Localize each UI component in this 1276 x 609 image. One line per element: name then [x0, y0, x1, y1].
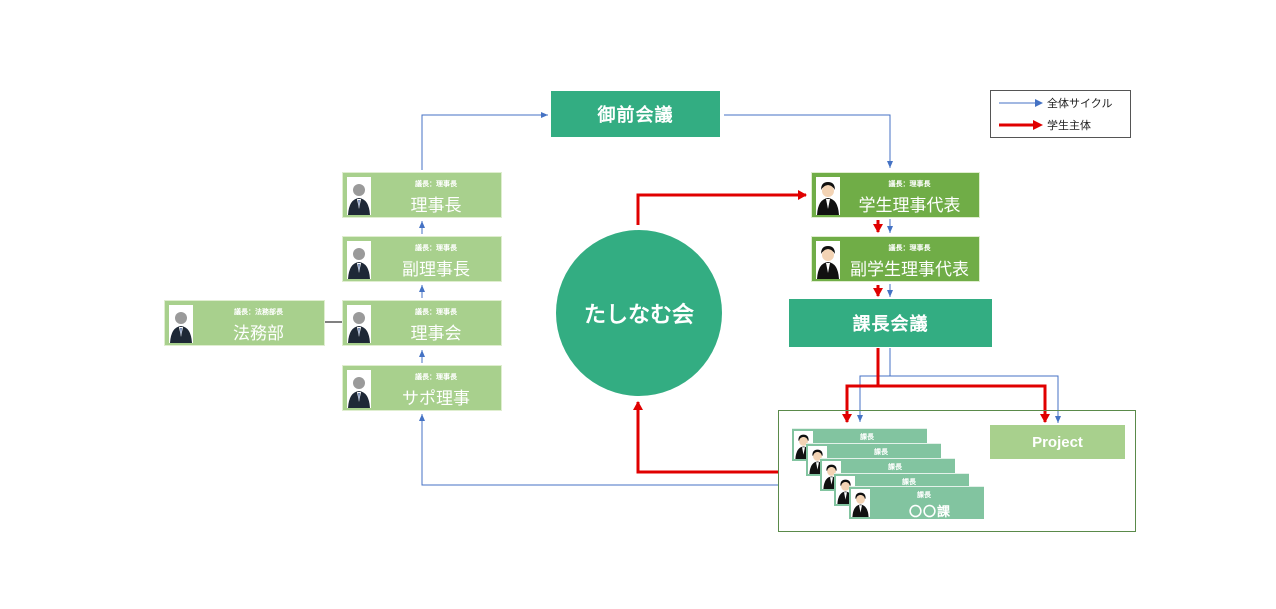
vice-student-rep-role: 議長：理事長 [888, 244, 931, 252]
blue-arrow-sections-to-support [419, 414, 778, 486]
gozen-meeting-box: 御前会議 [551, 91, 720, 137]
section-meeting-label: 課長会議 [852, 314, 929, 335]
section-card-title: 課長 [860, 433, 874, 441]
blue-arrow-meeting-to-sections [857, 348, 891, 422]
vice-chairman-name: 副理事長 [402, 260, 470, 280]
legend: 全体サイクル 学生主体 [990, 90, 1131, 138]
person-avatar-icon [851, 489, 870, 517]
section-meeting-box: 課長会議 [789, 299, 992, 347]
legal-dept-role: 議長：法務部長 [234, 308, 283, 316]
tashinamu-label: たしなむ会 [583, 303, 694, 328]
red-arrow-circle-to-student [636, 190, 807, 225]
support-director-name: サポ理事 [402, 389, 470, 409]
board-role: 議長：理事長 [415, 308, 457, 316]
blue-arrow-chair-to-top [421, 112, 548, 170]
board-box: 議長：理事長 理事会 [342, 300, 502, 346]
person-avatar-icon [816, 177, 840, 215]
person-avatar-icon [347, 241, 371, 279]
section-card-title: 課長 [902, 478, 916, 486]
student-rep-name: 学生理事代表 [858, 196, 961, 216]
person-avatar-icon [169, 305, 193, 343]
vice-chairman-role: 議長：理事長 [415, 244, 457, 252]
legal-dept-box: 議長：法務部長 法務部 [164, 300, 325, 346]
blue-cycle-arrows [419, 112, 1061, 486]
board-name: 理事会 [410, 324, 462, 344]
legend-label-overall: 全体サイクル [1047, 97, 1113, 110]
blue-arrow-top-to-student [724, 114, 893, 168]
chairman-box: 議長：理事長 理事長 [342, 172, 502, 218]
red-arrow-meeting-to-sections [842, 348, 880, 423]
legend-blue-arrow-icon [999, 99, 1043, 107]
red-student-arrows [633, 190, 1050, 474]
sections-frame [778, 410, 1136, 532]
section-card-title: 課長 [874, 448, 888, 456]
legend-red-arrow-icon [999, 120, 1043, 130]
chairman-role: 議長：理事長 [415, 180, 457, 188]
project-box: Project [990, 425, 1125, 459]
section-card-title: 課長 [917, 491, 931, 499]
person-avatar-icon [347, 305, 371, 343]
tashinamu-circle: たしなむ会 [556, 230, 722, 396]
section-card-title: 課長 [888, 463, 902, 471]
vice-chairman-box: 議長：理事長 副理事長 [342, 236, 502, 282]
vice-student-rep-box: 議長：理事長 副学生理事代表 [811, 236, 980, 282]
person-avatar-icon [347, 370, 371, 408]
red-arrow-sections-to-circle [633, 401, 778, 474]
vice-student-rep-name: 副学生理事代表 [850, 260, 969, 280]
person-avatar-icon [816, 241, 840, 279]
student-rep-role: 議長：理事長 [888, 180, 931, 188]
person-avatar-icon [347, 177, 371, 215]
section-card-front: 課長 〇〇課 [849, 486, 984, 520]
blue-arrow-meeting-to-project [890, 375, 1061, 423]
legend-label-student: 学生主体 [1047, 119, 1091, 132]
support-director-role: 議長：理事長 [415, 373, 457, 381]
section-card-name: 〇〇課 [909, 505, 952, 520]
student-rep-box: 議長：理事長 学生理事代表 [811, 172, 980, 218]
chairman-name: 理事長 [410, 196, 462, 216]
gozen-meeting-label: 御前会議 [597, 105, 674, 126]
support-director-box: 議長：理事長 サポ理事 [342, 365, 502, 411]
legal-dept-name: 法務部 [233, 324, 284, 344]
project-label: Project [1032, 433, 1083, 451]
